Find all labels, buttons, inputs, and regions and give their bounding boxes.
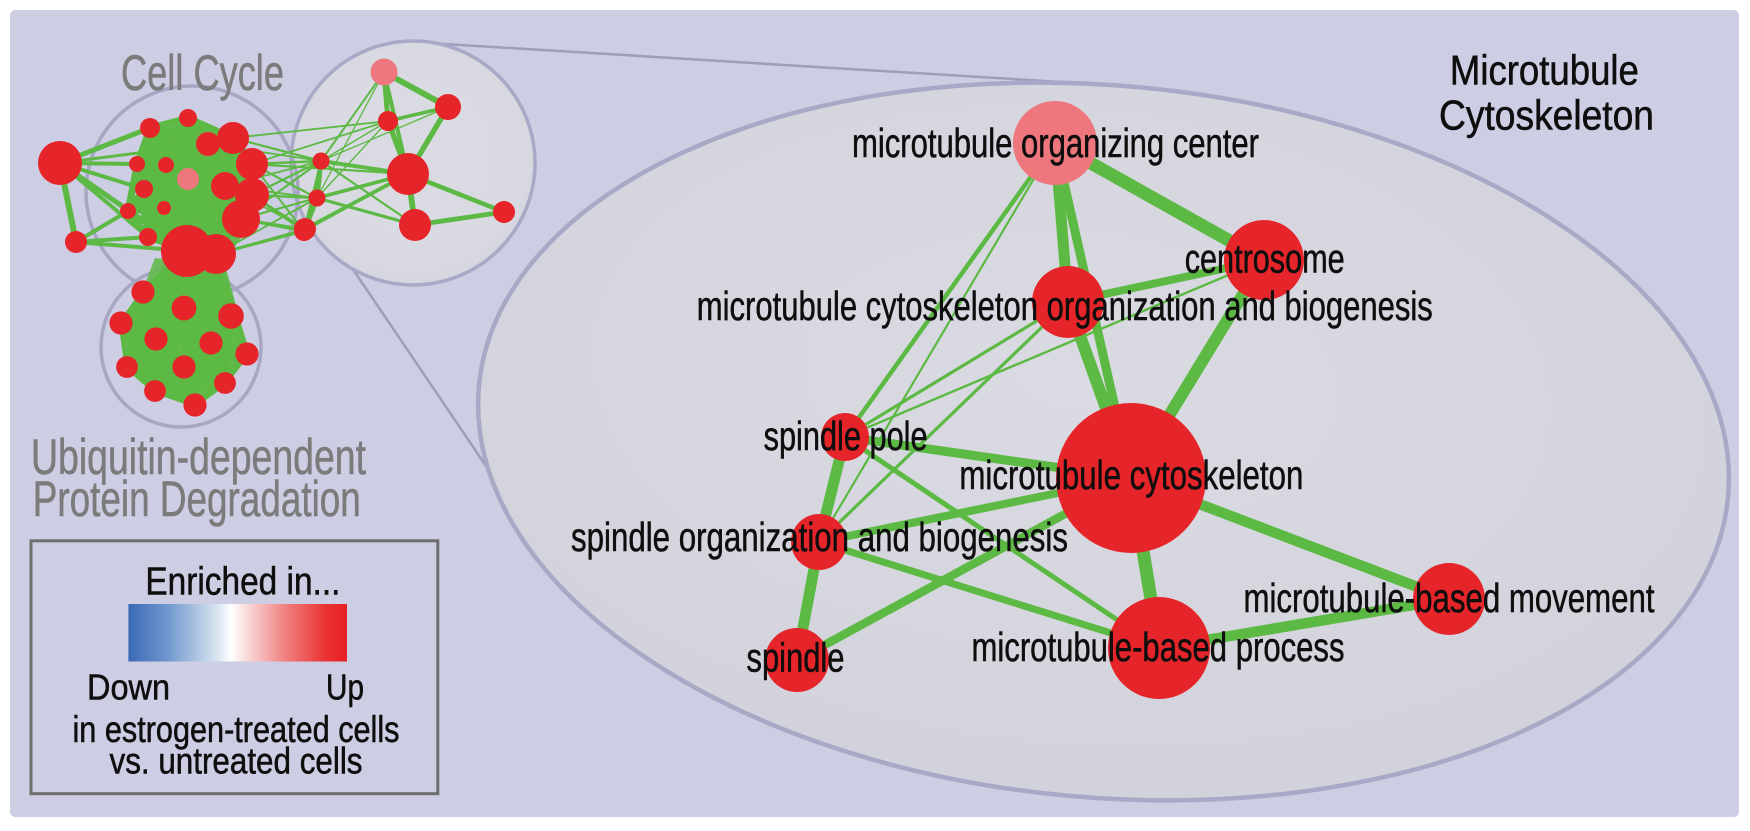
svg-text:Cell Cycle: Cell Cycle — [121, 45, 284, 101]
svg-text:Protein Degradation: Protein Degradation — [33, 471, 361, 527]
svg-text:microtubule cytoskeleton organ: microtubule cytoskeleton organization an… — [697, 283, 1433, 329]
svg-text:Up: Up — [326, 667, 364, 708]
svg-text:centrosome: centrosome — [1185, 235, 1345, 281]
svg-text:in estrogen-treated cells: in estrogen-treated cells — [73, 709, 400, 750]
svg-text:microtubule organizing center: microtubule organizing center — [852, 120, 1259, 166]
svg-text:microtubule-based process: microtubule-based process — [972, 624, 1345, 670]
svg-text:microtubule-based movement: microtubule-based movement — [1244, 575, 1655, 621]
svg-text:vs. untreated cells: vs. untreated cells — [110, 740, 363, 781]
svg-text:Cytoskeleton: Cytoskeleton — [1439, 91, 1654, 138]
svg-text:spindle organization and bioge: spindle organization and biogenesis — [571, 514, 1068, 560]
svg-text:Ubiquitin-dependent: Ubiquitin-dependent — [31, 429, 366, 485]
svg-text:Microtubule: Microtubule — [1450, 46, 1639, 93]
svg-text:Down: Down — [87, 667, 170, 708]
svg-text:microtubule cytoskeleton: microtubule cytoskeleton — [959, 452, 1303, 498]
svg-text:Enriched in...: Enriched in... — [145, 561, 340, 604]
svg-text:spindle: spindle — [747, 635, 845, 681]
svg-text:spindle pole: spindle pole — [764, 413, 928, 459]
